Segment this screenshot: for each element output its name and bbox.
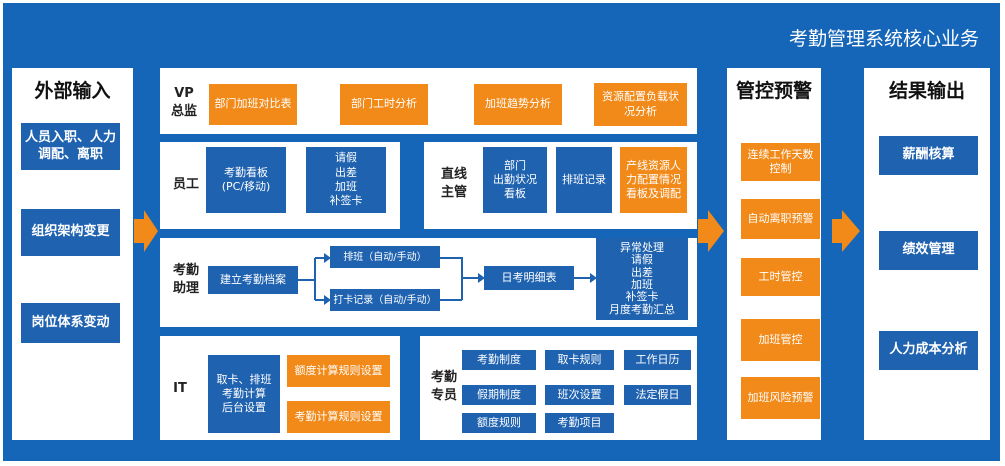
output-labor-cost: 人力成本分析 xyxy=(879,331,978,370)
spec-attendance-items: 考勤项目 xyxy=(545,413,614,433)
vp-dept-hours-analysis: 部门工时分析 xyxy=(340,84,428,125)
staff-attendance-board: 考勤看板 (PC/移动) xyxy=(206,147,286,213)
arrowhead-summary xyxy=(590,273,597,283)
vp-dept-overtime-compare: 部门加班对比表 xyxy=(209,84,297,125)
arrowhead-schedule xyxy=(324,253,331,263)
it-quota-rule-setup: 额度计算规则设置 xyxy=(287,355,390,387)
it-label: IT xyxy=(173,381,187,396)
it-attendance-rule-setup: 考勤计算规则设置 xyxy=(287,401,390,433)
specialist-label: 考勤 专员 xyxy=(430,370,457,403)
connector-schedule-out xyxy=(440,257,463,300)
output-performance: 绩效管理 xyxy=(879,231,978,270)
control-auto-resignation-warning: 自动离职预警 xyxy=(741,199,820,239)
assistant-clock-records: 打卡记录（自动/手动） xyxy=(330,289,440,311)
connector-profile-split xyxy=(298,258,316,300)
spec-work-calendar: 工作日历 xyxy=(624,350,691,370)
manager-line-staffing-board: 产线资源人力配置情况看板及调配 xyxy=(620,147,687,213)
input-header: 外部输入 xyxy=(34,80,111,102)
assistant-label: 考勤 助理 xyxy=(172,263,199,296)
spec-leave-policy: 假期制度 xyxy=(462,385,536,405)
manager-dept-attendance-board: 部门 出勤状况 看板 xyxy=(483,147,547,213)
assistant-daily-detail: 日考明细表 xyxy=(484,266,574,290)
input-onboarding: 人员入职、人力调配、离职 xyxy=(21,123,120,170)
input-org-change: 组织架构变更 xyxy=(21,209,120,256)
flow-arrow-input xyxy=(134,210,158,252)
assistant-create-profile: 建立考勤档案 xyxy=(208,266,298,294)
flow-arrow-roles xyxy=(698,210,724,252)
arrowhead-clock xyxy=(324,295,331,305)
control-header: 管控预警 xyxy=(735,80,812,102)
assistant-monthly-summary: 异常处理 请假 出差 加班 补签卡 月度考勤汇总 xyxy=(596,238,688,320)
assistant-flow-connectors xyxy=(298,257,590,301)
spec-quota-rules: 额度规则 xyxy=(462,413,536,433)
arrowhead-daily xyxy=(478,273,485,283)
input-position-change: 岗位体系变动 xyxy=(21,303,120,343)
manager-label: 直线 主管 xyxy=(440,167,467,200)
manager-shift-records: 排班记录 xyxy=(556,147,612,213)
flow-arrow-control xyxy=(832,210,860,252)
diagram-title: 考勤管理系统核心业务 xyxy=(788,28,979,50)
staff-leave-requests: 请假 出差 加班 补签卡 xyxy=(306,147,386,213)
spec-attendance-policy: 考勤制度 xyxy=(462,350,536,370)
output-header: 结果输出 xyxy=(888,80,965,102)
control-overtime: 加班管控 xyxy=(741,319,820,361)
it-backend-settings: 取卡、排班 考勤计算 后台设置 xyxy=(208,355,280,433)
control-overtime-risk-warning: 加班风险预警 xyxy=(741,377,820,419)
vp-overtime-trend: 加班趋势分析 xyxy=(474,84,562,125)
assistant-flow-arrowheads xyxy=(324,253,597,305)
output-payroll: 薪酬核算 xyxy=(879,136,978,175)
spec-statutory-holidays: 法定假日 xyxy=(624,385,691,405)
vp-resource-load: 资源配置负载状况分析 xyxy=(594,83,687,126)
staff-label: 员工 xyxy=(172,177,199,192)
vp-label: VP 总监 xyxy=(170,86,197,119)
control-work-hours: 工时管控 xyxy=(741,258,820,296)
assistant-scheduling: 排班（自动/手动） xyxy=(330,246,440,268)
spec-shift-setup: 班次设置 xyxy=(545,385,614,405)
control-consecutive-days: 连续工作天数控制 xyxy=(741,143,820,181)
spec-clock-rules: 取卡规则 xyxy=(545,350,614,370)
